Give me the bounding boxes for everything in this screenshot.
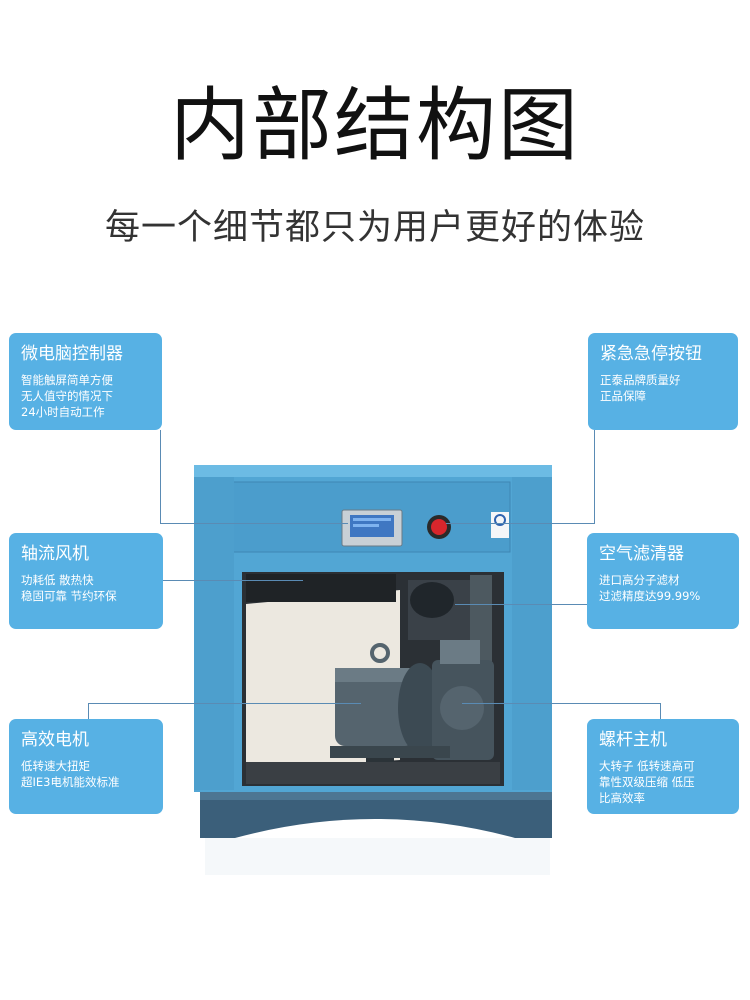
connector-motor-h [88, 703, 361, 704]
feature-desc-line: 低转速大扭矩 [21, 759, 90, 773]
feature-desc-line: 功耗低 散热快 [21, 573, 94, 587]
feature-title: 高效电机 [21, 730, 89, 750]
feature-box-controller: 微电脑控制器 智能触屏简单方便 无人值守的情况下 24小时自动工作 [9, 333, 162, 430]
connector-airend-h [462, 703, 661, 704]
feature-title: 轴流风机 [21, 544, 89, 564]
feature-box-fan: 轴流风机 功耗低 散热快 稳固可靠 节约环保 [9, 533, 163, 629]
feature-box-estop: 紧急急停按钮 正泰品牌质量好 正品保障 [588, 333, 738, 430]
page-subtitle: 每一个细节都只为用户更好的体验 [104, 208, 645, 248]
feature-desc-line: 正泰品牌质量好 [600, 373, 681, 387]
connector-estop [594, 430, 595, 524]
connector-fan [163, 580, 303, 581]
feature-desc-line: 智能触屏简单方便 [21, 373, 113, 387]
feature-desc-line: 比高效率 [599, 791, 645, 805]
feature-box-airend: 螺杆主机 大转子 低转速高可 靠性双级压缩 低压 比高效率 [587, 719, 739, 814]
feature-box-filter: 空气滤清器 进口高分子滤材 过滤精度达99.99% [587, 533, 739, 629]
feature-desc-line: 靠性双级压缩 低压 [599, 775, 695, 789]
page-title: 内部结构图 [170, 79, 580, 172]
feature-desc-line: 大转子 低转速高可 [599, 759, 695, 773]
feature-desc-line: 24小时自动工作 [21, 405, 105, 419]
feature-desc-line: 稳固可靠 节约环保 [21, 589, 117, 603]
connector-motor [88, 703, 89, 719]
feature-title: 空气滤清器 [599, 544, 684, 564]
feature-title: 微电脑控制器 [21, 344, 123, 364]
feature-desc-line: 正品保障 [600, 389, 646, 403]
feature-desc-line: 无人值守的情况下 [21, 389, 113, 403]
connector-estop-h [446, 523, 595, 524]
feature-desc-line: 进口高分子滤材 [599, 573, 680, 587]
feature-title: 紧急急停按钮 [600, 344, 702, 364]
connector-filter [455, 604, 587, 605]
feature-desc-line: 过滤精度达99.99% [599, 589, 701, 603]
feature-title: 螺杆主机 [599, 730, 667, 750]
connector-controller [160, 430, 161, 523]
feature-desc-line: 超IE3电机能效标准 [21, 775, 120, 789]
feature-box-motor: 高效电机 低转速大扭矩 超IE3电机能效标准 [9, 719, 163, 814]
connector-airend [660, 703, 661, 719]
connector-controller-h [160, 523, 348, 524]
